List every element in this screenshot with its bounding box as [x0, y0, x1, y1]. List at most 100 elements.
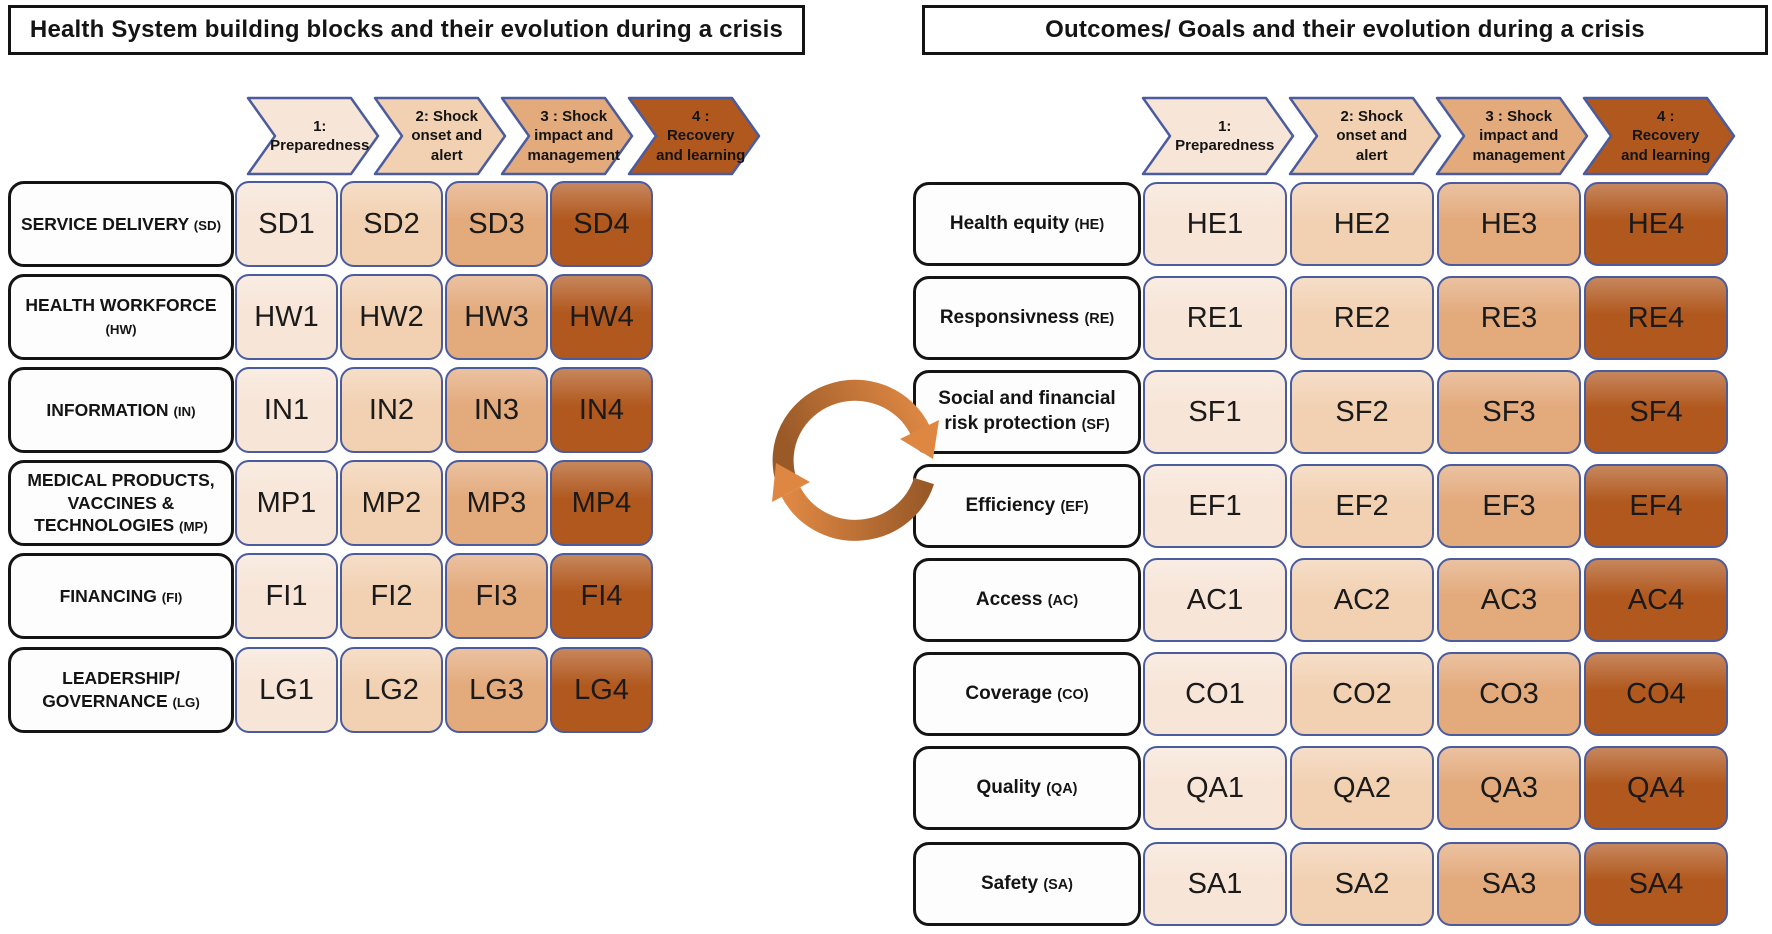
cell-sd3: SD3 [445, 181, 548, 267]
cell-sa1: SA1 [1143, 842, 1287, 926]
cell-qa1: QA1 [1143, 746, 1287, 830]
cell-qa4: QA4 [1584, 746, 1728, 830]
chevron-shape [1582, 96, 1736, 176]
cell-he1: HE1 [1143, 182, 1287, 266]
cell-co3: CO3 [1437, 652, 1581, 736]
cell-mp3: MP3 [445, 460, 548, 546]
cell-sf2: SF2 [1290, 370, 1434, 454]
cell-co2: CO2 [1290, 652, 1434, 736]
row-label-hw: HEALTH WORKFORCE(HW) [8, 274, 234, 360]
chevron-shape [373, 96, 507, 176]
cell-sd2: SD2 [340, 181, 443, 267]
cell-fi2: FI2 [340, 553, 443, 639]
left-panel-title: Health System building blocks and their … [8, 5, 805, 55]
cell-hw4: HW4 [550, 274, 653, 360]
cell-hw3: HW3 [445, 274, 548, 360]
cell-sa4: SA4 [1584, 842, 1728, 926]
cell-ac2: AC2 [1290, 558, 1434, 642]
cycle-arrows-icon [772, 379, 939, 541]
cell-he4: HE4 [1584, 182, 1728, 266]
cell-lg3: LG3 [445, 647, 548, 733]
cell-he3: HE3 [1437, 182, 1581, 266]
cell-in1: IN1 [235, 367, 338, 453]
chevron-shape [627, 96, 761, 176]
cell-mp4: MP4 [550, 460, 653, 546]
row-label-mp: MEDICAL PRODUCTS,VACCINES &TECHNOLOGIES … [8, 460, 234, 546]
cell-co1: CO1 [1143, 652, 1287, 736]
right-panel-title: Outcomes/ Goals and their evolution duri… [922, 5, 1768, 55]
phase-1-label: 1:Preparedness [270, 117, 370, 154]
cell-co4: CO4 [1584, 652, 1728, 736]
row-label-ef: Efficiency (EF) [913, 464, 1141, 548]
chevron-shape [1435, 96, 1589, 176]
row-label-lg: LEADERSHIP/GOVERNANCE (LG) [8, 647, 234, 733]
cell-sf1: SF1 [1143, 370, 1287, 454]
cell-lg1: LG1 [235, 647, 338, 733]
cell-sd4: SD4 [550, 181, 653, 267]
chevron-shape [246, 96, 380, 176]
cell-ef4: EF4 [1584, 464, 1728, 548]
cell-mp2: MP2 [340, 460, 443, 546]
cell-ef1: EF1 [1143, 464, 1287, 548]
cell-re1: RE1 [1143, 276, 1287, 360]
cell-ac3: AC3 [1437, 558, 1581, 642]
phase-1-chevron: 1:Preparedness [246, 96, 380, 176]
cell-fi4: FI4 [550, 553, 653, 639]
row-label-sd: SERVICE DELIVERY (SD) [8, 181, 234, 267]
cell-sa2: SA2 [1290, 842, 1434, 926]
cycle-bottom-arrowhead [772, 463, 810, 502]
cell-re4: RE4 [1584, 276, 1728, 360]
phase-1-label: 1:Preparedness [1175, 117, 1275, 154]
cell-qa3: QA3 [1437, 746, 1581, 830]
cell-qa2: QA2 [1290, 746, 1434, 830]
row-label-ac: Access (AC) [913, 558, 1141, 642]
cell-ac1: AC1 [1143, 558, 1287, 642]
cell-ef2: EF2 [1290, 464, 1434, 548]
cell-in4: IN4 [550, 367, 653, 453]
cell-fi3: FI3 [445, 553, 548, 639]
row-label-sa: Safety (SA) [913, 842, 1141, 926]
cell-mp1: MP1 [235, 460, 338, 546]
row-label-qa: Quality (QA) [913, 746, 1141, 830]
cycle-bottom-arc [781, 477, 935, 541]
cell-hw2: HW2 [340, 274, 443, 360]
row-label-in: INFORMATION (IN) [8, 367, 234, 453]
row-label-he: Health equity (HE) [913, 182, 1141, 266]
cell-sd1: SD1 [235, 181, 338, 267]
cell-re3: RE3 [1437, 276, 1581, 360]
row-label-fi: FINANCING (FI) [8, 553, 234, 639]
cell-ef3: EF3 [1437, 464, 1581, 548]
row-label-co: Coverage (CO) [913, 652, 1141, 736]
cell-in2: IN2 [340, 367, 443, 453]
cell-sf3: SF3 [1437, 370, 1581, 454]
cycle-top-arc [772, 379, 930, 484]
cell-in3: IN3 [445, 367, 548, 453]
chevron-shape [500, 96, 634, 176]
chevron-shape [1288, 96, 1442, 176]
cell-re2: RE2 [1290, 276, 1434, 360]
cell-sa3: SA3 [1437, 842, 1581, 926]
cell-lg2: LG2 [340, 647, 443, 733]
row-label-re: Responsivness (RE) [913, 276, 1141, 360]
chevron-shape [1141, 96, 1295, 176]
cell-ac4: AC4 [1584, 558, 1728, 642]
cell-he2: HE2 [1290, 182, 1434, 266]
phase-1-chevron: 1:Preparedness [1141, 96, 1295, 176]
cell-hw1: HW1 [235, 274, 338, 360]
cell-fi1: FI1 [235, 553, 338, 639]
cell-sf4: SF4 [1584, 370, 1728, 454]
cell-lg4: LG4 [550, 647, 653, 733]
